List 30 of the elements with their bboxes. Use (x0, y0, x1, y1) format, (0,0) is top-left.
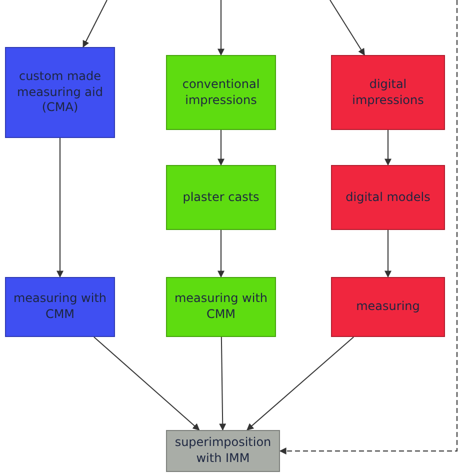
arrow (218, 0, 224, 56)
node-label: digital models (346, 190, 430, 206)
arrow (219, 336, 226, 431)
process-box (331, 165, 445, 230)
arrow (56, 138, 64, 278)
node-label: superimposition with IMM (174, 435, 272, 467)
arrow (218, 230, 224, 278)
node-label: custom made measuring aid (CMA) (16, 69, 104, 116)
result-box (166, 430, 280, 472)
node-label: plaster casts (182, 190, 260, 206)
process-box (331, 55, 445, 130)
process-box (166, 277, 276, 337)
node-label: conventional impressions (181, 76, 261, 108)
node-label: measuring with CMM (12, 291, 108, 323)
process-box (166, 165, 276, 230)
arrow (93, 336, 200, 430)
arrow (246, 336, 354, 430)
process-box (5, 277, 115, 337)
node-label: measuring with CMM (173, 291, 269, 323)
process-box (166, 55, 276, 130)
process-box (331, 277, 445, 337)
arrow (330, 0, 365, 56)
arrow (384, 230, 392, 278)
arrow (384, 130, 392, 166)
node-label: digital impressions (351, 76, 425, 108)
arrow (279, 0, 458, 454)
process-box (5, 47, 115, 138)
arrow (218, 130, 224, 166)
arrow (82, 0, 108, 48)
node-label: measuring (356, 299, 420, 315)
